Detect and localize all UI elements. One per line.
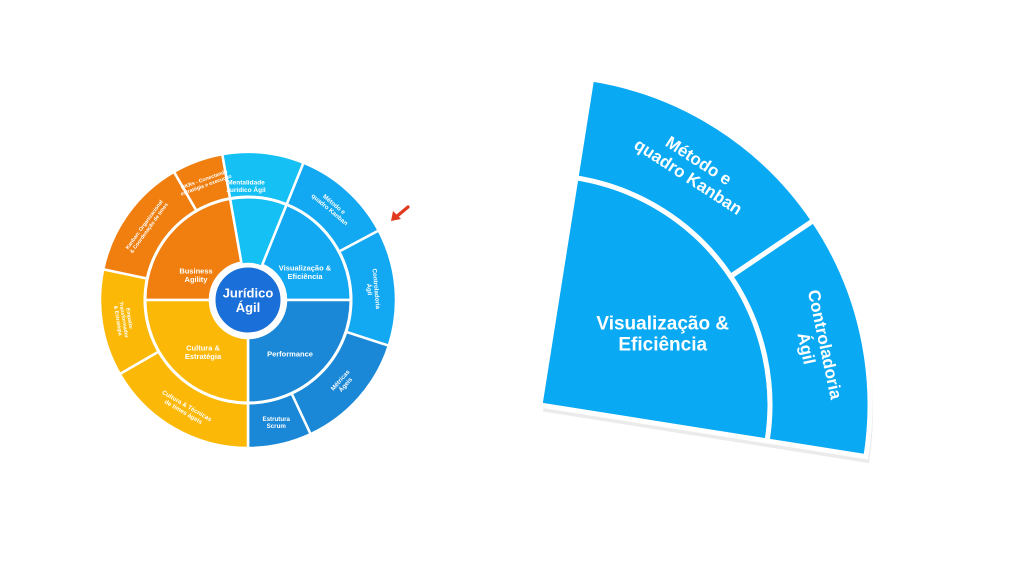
outer-label-empatia-line: Empatia:: [124, 308, 133, 331]
outer-label-controladoria-line: Ágil: [365, 283, 373, 296]
center-title-line: Ágil: [236, 300, 261, 315]
zoom-label-inner-line: Visualização &: [596, 313, 729, 334]
outer-label-empatia: Empatia:Transformador& Estratégia: [112, 300, 135, 339]
outer-label-controladoria-line: Controladoria: [371, 268, 382, 310]
zoom-label-inner: Visualização &Eficiência: [596, 313, 729, 355]
outer-label-controladoria: ControladoriaÁgil: [364, 268, 381, 310]
zoom-outer-segment-right[interactable]: [706, 209, 901, 460]
wedge-label-mentalidade-line: Mentalidade: [227, 180, 265, 187]
arrow-head: [391, 211, 401, 221]
red-arrow-icon: [391, 205, 410, 221]
center-title-line: Jurídico: [223, 285, 274, 300]
center-disc[interactable]: [212, 264, 284, 336]
ring-divider: [143, 195, 353, 405]
inner-label-business-line: Business: [179, 266, 212, 275]
outer-label-estrutura-line: Estrutura: [262, 416, 290, 423]
inner-label-visualizacao-line: Eficiência: [287, 272, 323, 281]
outer-label-estrutura-line: Scrum: [267, 423, 287, 430]
inner-label-performance-line: Performance: [267, 350, 313, 359]
wedge-label-mentalidade-line: Jurídico Ágil: [226, 185, 266, 194]
outer-label-empatia-line: Transformador: [117, 301, 129, 338]
zoom-label-inner-line: Eficiência: [618, 335, 707, 356]
outer-label-empatia-line: & Estratégia: [112, 305, 123, 336]
wedge-mentalidade[interactable]: [220, 150, 306, 269]
arrow-shaft: [394, 205, 410, 219]
inner-label-business-line: Agility: [185, 275, 209, 284]
inner-label-cultura-line: Cultura &: [186, 343, 220, 352]
inner-label-performance: Performance: [267, 350, 313, 359]
inner-label-cultura: Cultura &Estratégia: [185, 343, 222, 360]
inner-label-visualizacao: Visualização &Eficiência: [279, 263, 332, 280]
inner-label-visualizacao-line: Visualização &: [279, 263, 332, 272]
inner-label-cultura-line: Estratégia: [185, 352, 222, 361]
